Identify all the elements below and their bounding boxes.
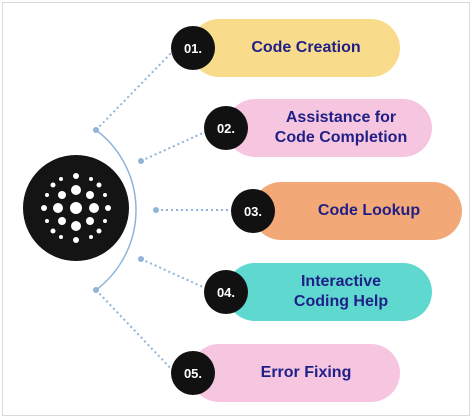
- step-02-badge: 02.: [204, 106, 248, 150]
- diagram-frame: [2, 2, 470, 416]
- step-03-number: 03.: [243, 203, 263, 219]
- node-dot-04: [138, 256, 144, 262]
- step-03-badge: 03.: [231, 189, 275, 233]
- node-dot-03: [153, 207, 159, 213]
- step-04-label: Interactive Coding Help: [293, 273, 389, 310]
- step-02-label: Assistance for Code Completion: [274, 109, 408, 146]
- step-01-number: 01.: [183, 40, 203, 56]
- step-01-label: Code Creation: [251, 39, 361, 56]
- connector-01: [95, 47, 177, 131]
- step-05-badge: 05.: [171, 351, 215, 395]
- step-01-pill: Code Creation: [190, 19, 400, 77]
- step-03-pill: Code Lookup: [252, 182, 462, 240]
- step-02-pill: Assistance for Code Completion: [226, 99, 432, 157]
- node-dot-01: [93, 127, 99, 133]
- connector-05: [95, 289, 177, 375]
- dot-grid-logo-icon: [41, 173, 111, 243]
- step-01-badge: 01.: [171, 26, 215, 70]
- step-05-label: Error Fixing: [260, 364, 352, 381]
- logo-badge: [23, 155, 129, 261]
- node-dot-02: [138, 158, 144, 164]
- step-05-pill: Error Fixing: [190, 344, 400, 402]
- step-04-number: 04.: [216, 284, 236, 300]
- step-05-number: 05.: [183, 365, 203, 381]
- connector-02: [140, 127, 215, 162]
- arc-line: [95, 129, 137, 291]
- node-dot-05: [93, 287, 99, 293]
- step-04-badge: 04.: [204, 270, 248, 314]
- step-02-number: 02.: [216, 120, 236, 136]
- step-03-label: Code Lookup: [317, 202, 421, 219]
- step-04-pill: Interactive Coding Help: [226, 263, 432, 321]
- connector-04: [140, 258, 215, 293]
